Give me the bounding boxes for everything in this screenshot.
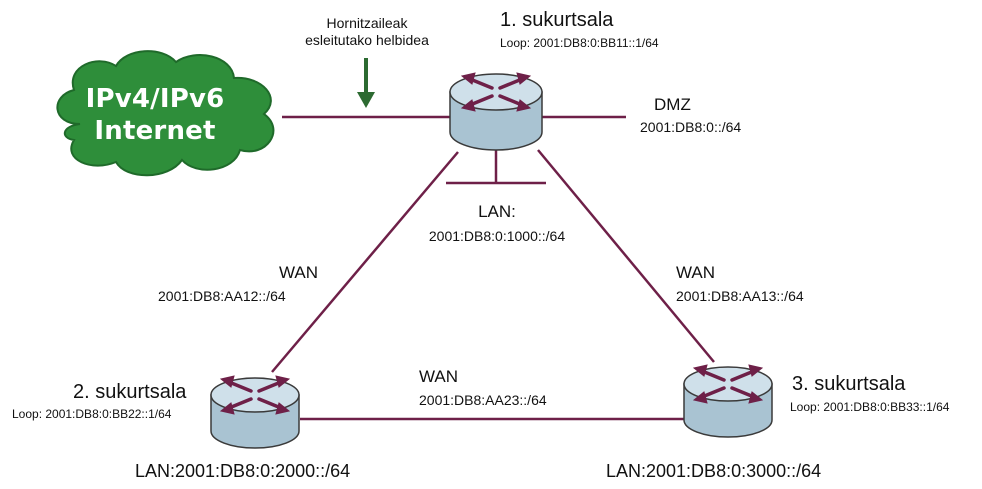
links (271, 115, 715, 421)
wan23-prefix: 2001:DB8:AA23::/64 (419, 392, 547, 408)
branch3-loop: Loop: 2001:DB8:0:BB33::1/64 (790, 400, 950, 414)
router-2 (210, 374, 300, 449)
wan13-name: WAN (676, 263, 716, 282)
branch3-lan: LAN:2001:DB8:0:3000::/64 (606, 461, 822, 481)
provider-note-line1: Hornitzaileak (326, 15, 408, 31)
dmz-prefix: 2001:DB8:0::/64 (640, 119, 742, 135)
lan1-prefix: 2001:DB8:0:1000::/64 (428, 228, 566, 244)
cloud-shape (56, 50, 275, 177)
wan12-name: WAN (279, 263, 319, 282)
wan13-prefix: 2001:DB8:AA13::/64 (676, 288, 804, 304)
lan1-name: LAN: (478, 202, 516, 221)
wan12-prefix: 2001:DB8:AA12::/64 (158, 288, 286, 304)
provider-note: Hornitzaileak esleitutako helbidea (305, 15, 429, 49)
wan13-link (537, 149, 715, 363)
branch2-loop: Loop: 2001:DB8:0:BB22::1/64 (12, 407, 172, 421)
router-1 (449, 71, 543, 151)
cloud-label: IPv4/IPv6 Internet (86, 84, 225, 147)
router-3 (683, 363, 773, 438)
branch2-lan: LAN:2001:DB8:0:2000::/64 (135, 461, 351, 481)
branch1-title: 1. sukurtsala (500, 9, 614, 31)
wan12-link (271, 151, 459, 373)
assignment-arrow (357, 58, 375, 108)
branch2-title: 2. sukurtsala (73, 381, 187, 403)
provider-note-line2: esleitutako helbidea (305, 32, 429, 49)
internet-cloud (56, 50, 275, 177)
branch1-loop: Loop: 2001:DB8:0:BB11::1/64 (500, 36, 659, 50)
cloud-line1: IPv4/IPv6 (85, 84, 225, 114)
branch3-title: 3. sukurtsala (792, 373, 906, 395)
wan23-name: WAN (419, 367, 459, 386)
cloud-line2: Internet (94, 115, 216, 146)
dmz-name: DMZ (654, 95, 691, 114)
